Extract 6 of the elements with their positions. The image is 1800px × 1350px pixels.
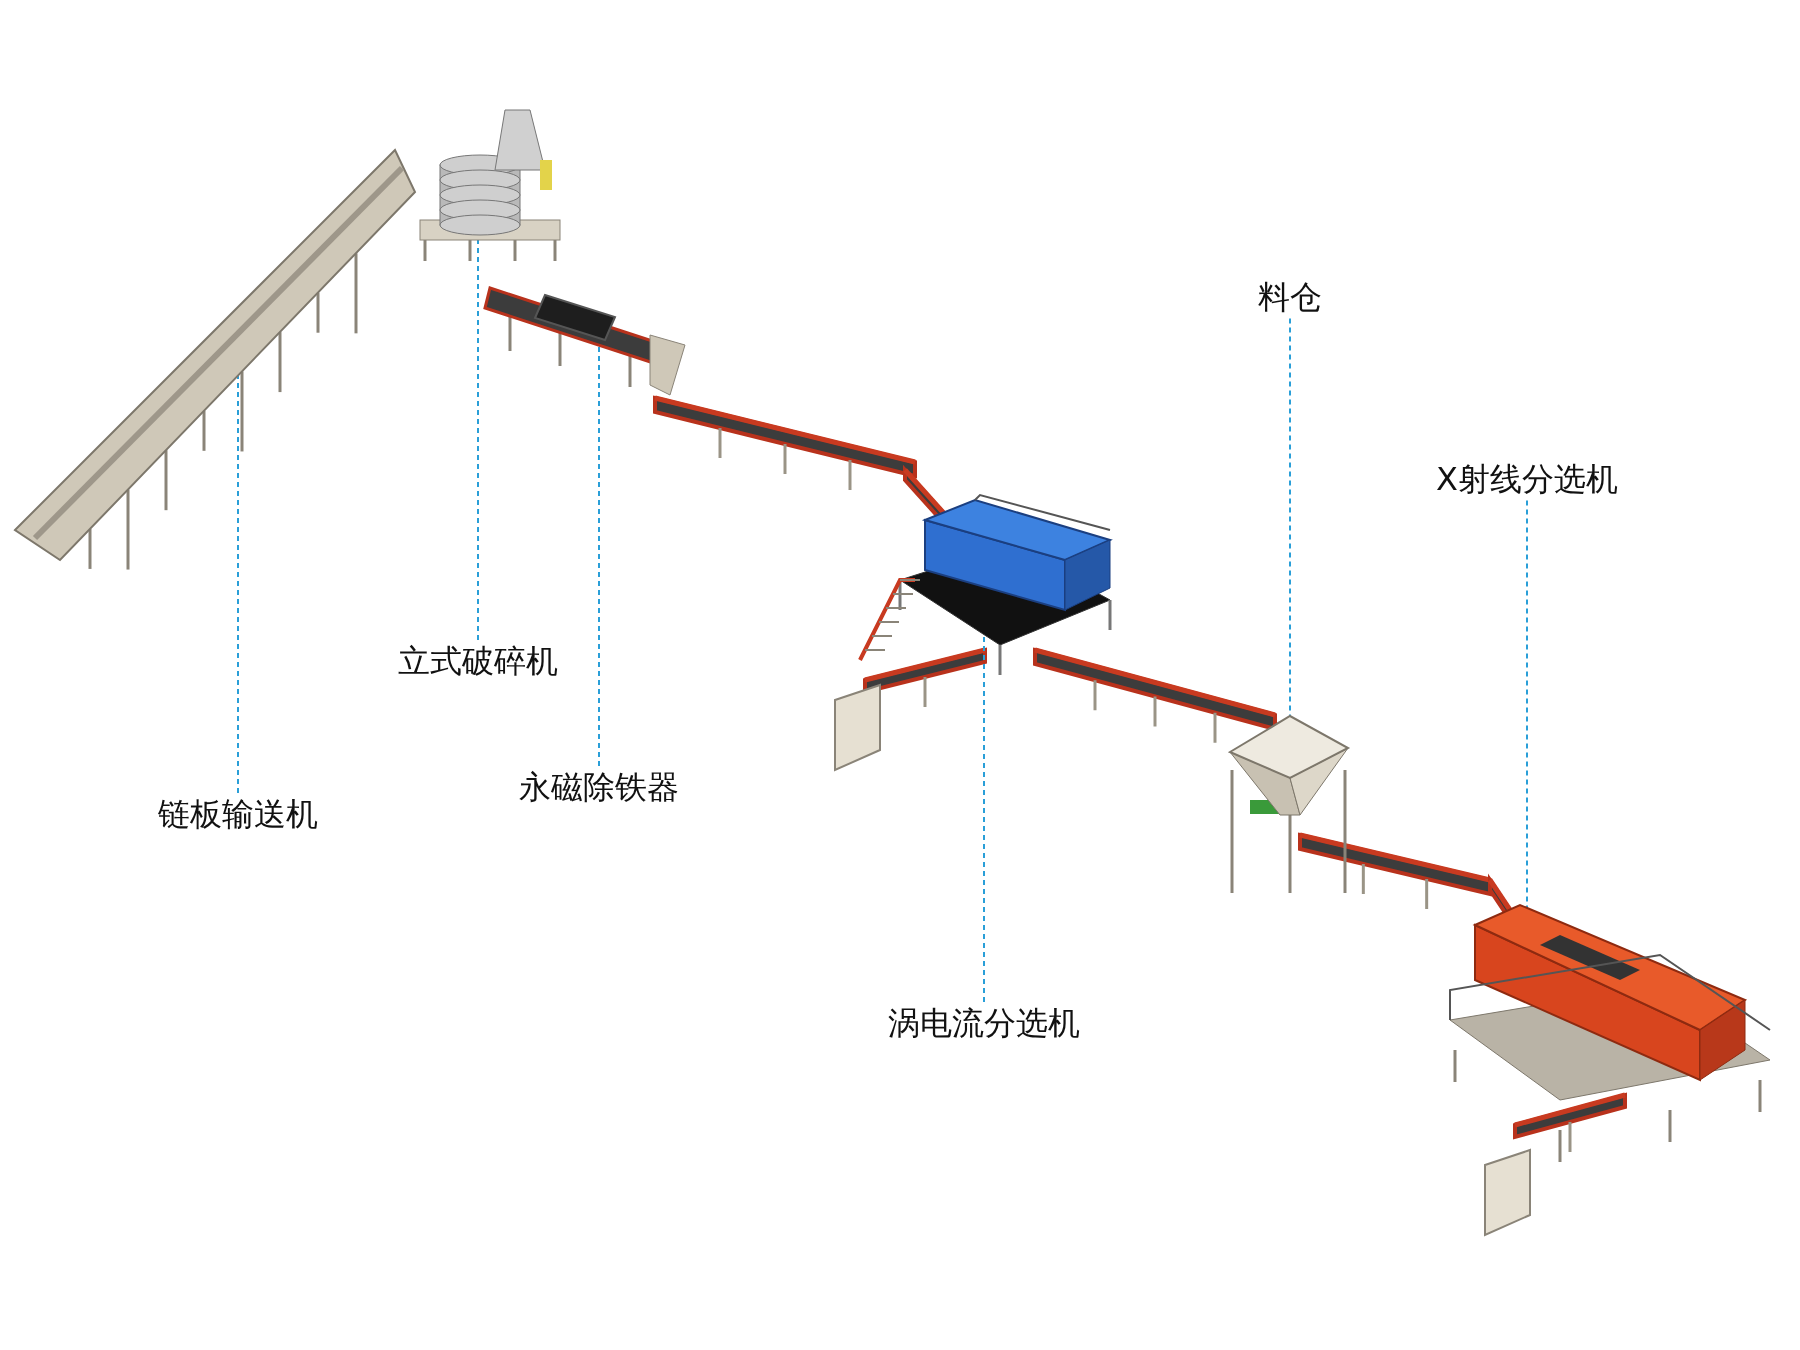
part-label: 涡电流分选机: [888, 1004, 1080, 1043]
part-label: 立式破碎机: [398, 642, 558, 681]
part-label: 链板输送机: [158, 795, 318, 834]
part-label: 料仓: [1258, 278, 1322, 317]
part-label: X射线分选机: [1436, 460, 1618, 499]
part-label: 永磁除铁器: [519, 768, 679, 807]
